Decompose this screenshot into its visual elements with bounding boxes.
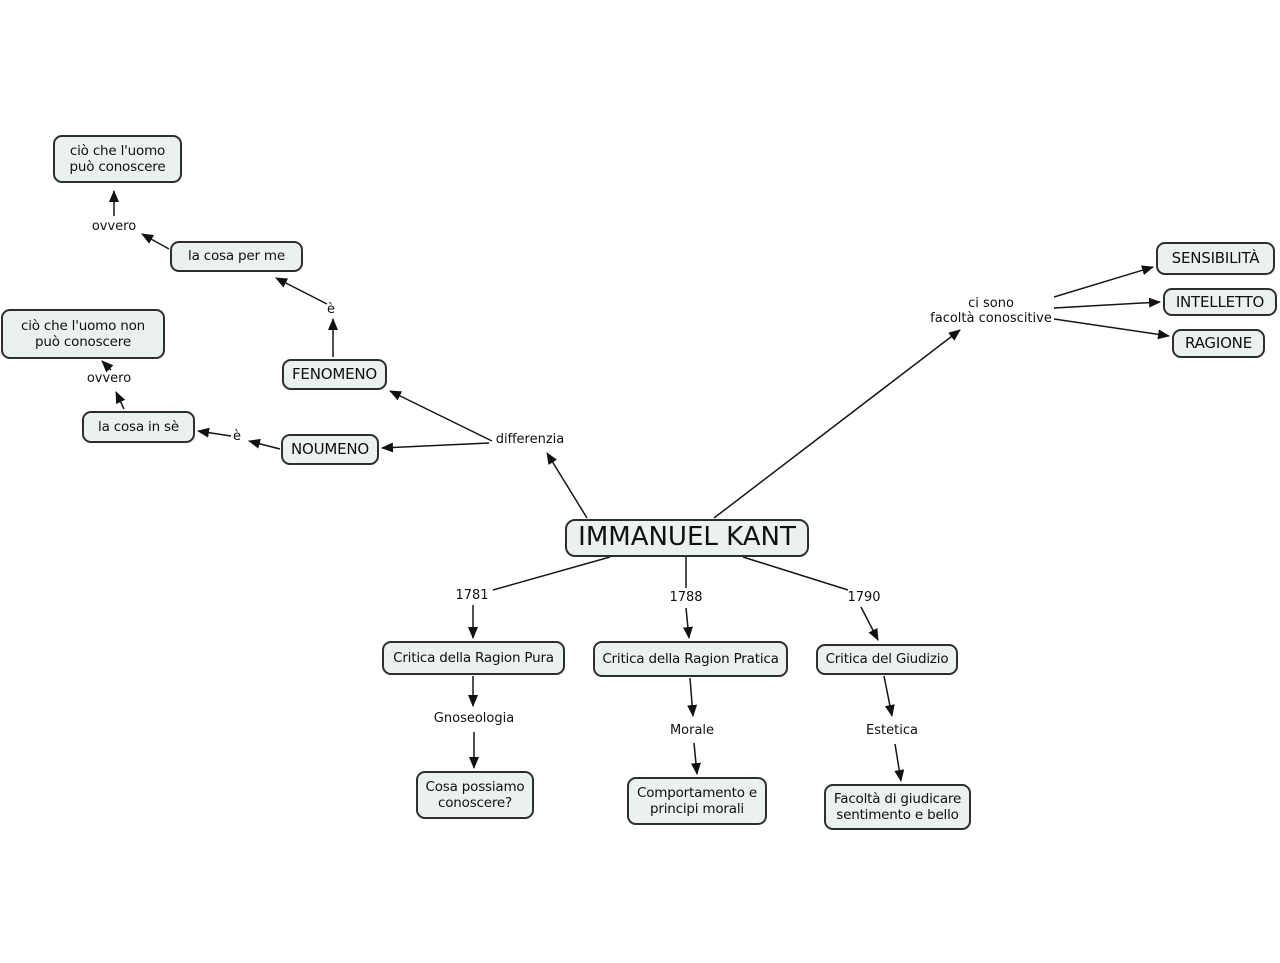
node-critica-del-giudizio[interactable]: Critica del Giudizio: [816, 644, 958, 675]
node-la-cosa-in-se[interactable]: la cosa in sè: [82, 411, 195, 443]
link-label-ci-sono-facolta-conoscitive: ci sono facoltà conoscitive: [930, 296, 1052, 327]
node-cosa-possiamo-conoscere[interactable]: Cosa possiamo conoscere?: [416, 771, 534, 819]
edge-e1-cosa-per-me: [275, 277, 328, 305]
link-label-e-2: è: [233, 429, 241, 444]
edge-ci-sono-sensibilita: [1053, 265, 1154, 298]
edge-critica-pratica-morale: [687, 677, 698, 717]
edge-estetica-facolta: [894, 743, 905, 782]
link-label-ovvero-2: ovvero: [86, 371, 132, 386]
node-la-cosa-per-me[interactable]: la cosa per me: [170, 241, 303, 272]
edge-ci-sono-intelletto: [1053, 297, 1161, 309]
link-label-morale: Morale: [669, 723, 715, 738]
node-facolta-di-giudicare[interactable]: Facoltà di giudicare sentimento e bello: [824, 784, 971, 830]
edge-kant-1790: [742, 556, 849, 591]
edge-cosa-in-se-ovvero2: [115, 391, 126, 410]
node-cio-che-uomo-non-puo-conoscere[interactable]: ciò che l'uomo non può conoscere: [1, 309, 165, 359]
edge-cosa-per-me-ovvero1: [141, 233, 170, 250]
edge-noumeno-e2: [248, 438, 281, 450]
edge-morale-comportamento: [690, 742, 701, 775]
link-label-1788: 1788: [669, 590, 703, 605]
node-fenomeno[interactable]: FENOMENO: [282, 359, 387, 390]
node-intelletto[interactable]: INTELLETTO: [1163, 288, 1277, 316]
link-label-gnoseologia: Gnoseologia: [433, 711, 515, 726]
edge-ovvero2-cio-non-puo: [101, 360, 114, 373]
link-label-1790: 1790: [847, 590, 881, 605]
link-label-ovvero-1: ovvero: [91, 219, 137, 234]
edge-ci-sono-ragione: [1053, 318, 1170, 340]
edge-kant-1781: [492, 556, 611, 591]
edge-critica-giudizio-estetica: [883, 675, 895, 717]
edge-kant-differenzia: [546, 452, 588, 519]
edge-kant-ci-sono: [713, 329, 961, 519]
edge-differenzia-fenomeno: [389, 390, 493, 442]
node-immanuel-kant[interactable]: IMMANUEL KANT: [565, 519, 809, 557]
node-noumeno[interactable]: NOUMENO: [281, 434, 379, 465]
edge-1788-critica-pratica: [682, 607, 693, 639]
link-label-1781: 1781: [455, 588, 489, 603]
node-sensibilita[interactable]: SENSIBILITÀ: [1156, 242, 1275, 275]
link-label-differenzia: differenzia: [495, 432, 565, 447]
node-critica-della-ragion-pratica[interactable]: Critica della Ragion Pratica: [593, 641, 788, 677]
node-ragione[interactable]: RAGIONE: [1172, 329, 1265, 358]
edge-1790-critica-giudizio: [860, 606, 879, 641]
edge-differenzia-noumeno: [381, 442, 490, 453]
node-comportamento-principi-morali[interactable]: Comportamento e principi morali: [627, 777, 767, 825]
node-critica-della-ragion-pura[interactable]: Critica della Ragion Pura: [382, 641, 565, 675]
edge-e2-cosa-in-se: [197, 427, 232, 438]
link-label-e-1: è: [327, 302, 335, 317]
node-cio-che-uomo-puo-conoscere[interactable]: ciò che l'uomo può conoscere: [53, 135, 182, 183]
link-label-estetica: Estetica: [866, 723, 918, 738]
